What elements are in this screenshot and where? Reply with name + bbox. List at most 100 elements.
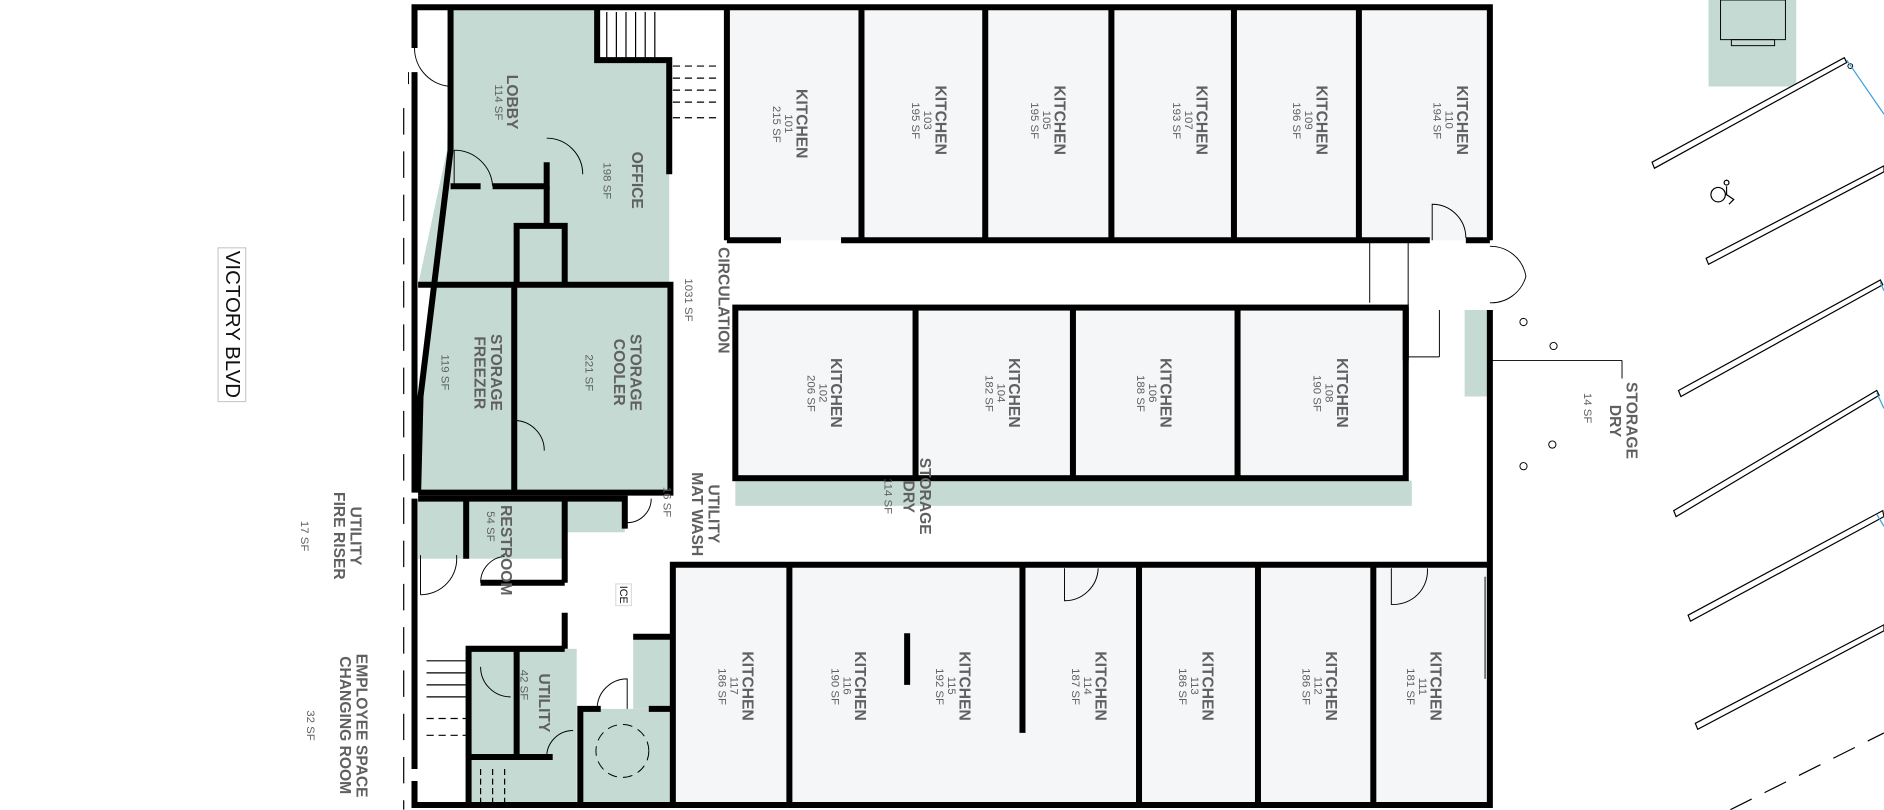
room-office: OFFICE 198 SF [599,151,647,209]
kitchen-name: KITCHEN [1156,358,1175,428]
stair-icon [426,12,721,806]
storage-dry-strip [735,480,1412,506]
storage-dry-right-area [1464,309,1489,397]
room-storage-dry-right: STORAGE DRY 14 SF [1580,382,1641,460]
kitchen-name: KITCHEN [1051,85,1070,155]
lobby-office-area [418,7,670,285]
accessible-parking-icon [1710,179,1735,205]
kitchen-area: 215 SF [769,105,783,143]
room-name: STORAGE [1622,382,1641,460]
kitchen-number: 101 [781,114,795,134]
room-name: CHANGING ROOM [336,656,355,795]
room-name: STORAGE [487,333,506,411]
kitchen-number: 111 [1415,677,1429,695]
kitchen-name: KITCHEN [1322,651,1341,721]
walls [411,4,1493,809]
room-area: 54 SF [483,511,497,542]
room-name: STORAGE [916,457,935,535]
kitchen-name: KITCHEN [851,651,870,721]
kitchen-name: KITCHEN [1198,651,1217,721]
room-name: EMPLOYEE SPACE [352,653,371,798]
room-circulation: CIRCULATION 1031 SF [681,247,733,354]
room-storage-cooler: STORAGE COOLER 221 SF [582,333,645,411]
kitchen-number: 116 [840,676,854,696]
room-name: COOLER [610,339,629,406]
kitchen-number: 107 [1181,110,1195,130]
room-area: 114 SF [491,84,505,121]
kitchen-name: KITCHEN [932,85,951,155]
ice-label: ICE [615,583,632,607]
room-name: UTILITY [535,673,554,733]
kitchen-area: 188 SF [1133,374,1147,412]
room-name: FREEZER [470,336,489,409]
kitchen-number: 110 [1441,111,1456,130]
street-label: VICTORY BLVD [217,247,247,402]
kitchen-name: KITCHEN [827,358,846,428]
kitchen-area: 195 SF [908,101,922,139]
room-name: CIRCULATION [714,247,733,354]
utility-area [468,648,577,806]
kitchen-area: 193 SF [1169,101,1183,139]
kitchen-number: 109 [1301,110,1315,130]
kitchen-number: 114 [1080,676,1094,696]
kitchen-name: KITCHEN [1005,358,1024,428]
room-area: 114 SF [881,478,895,515]
kitchen-number: 104 [993,383,1008,403]
kitchen-name: KITCHEN [1192,85,1211,155]
kitchen-name: KITCHEN [1453,85,1472,155]
kitchen-area: 186 SF [715,667,729,705]
room-name: LOBBY [503,74,522,130]
room-storage-dry-center: STORAGE DRY 114 SF [881,457,935,535]
kitchen-name: KITCHEN [738,651,757,721]
room-area: 1031 SF [681,278,695,322]
kitchen-area: 194 SF [1430,101,1444,139]
exterior-pad [1708,0,1797,87]
kitchen-number: 113 [1187,676,1201,696]
storage-area [418,284,671,493]
utility-area-2 [580,708,671,806]
kitchen-area: 190 SF [1309,374,1324,412]
room-name: OFFICE [628,151,647,209]
room-utility: UTILITY 42 SF [517,670,554,733]
kitchen-name: KITCHEN [956,651,975,721]
kitchen-name: KITCHEN [1333,358,1352,428]
kitchen-name: KITCHEN [1427,651,1446,721]
room-storage-freezer: STORAGE FREEZER 119 SF [438,333,506,411]
parking-accent-lines [1846,59,1884,527]
room-utility-mat-wash: UTILITY MAT WASH 16 SF [660,472,723,557]
room-area: 198 SF [599,161,613,199]
kitchen-number: 105 [1039,110,1053,130]
bollards [1519,0,1854,471]
room-utility-fire-riser: UTILITY FIRE RISER 17 SF [297,492,365,580]
room-name: FIRE RISER [330,492,349,580]
room-area: 42 SF [516,669,531,701]
room-employee-changing: EMPLOYEE SPACE CHANGING ROOM 32 SF [303,653,371,798]
room-name: STORAGE [626,333,645,411]
room-area: 32 SF [303,710,317,741]
room-name: MAT WASH [688,472,707,557]
kitchen-area: 206 SF [804,374,818,412]
room-lobby: LOBBY 114 SF [491,74,522,130]
shaded-areas [418,0,1797,806]
room-name: DRY [1606,404,1625,437]
kitchen-area: 181 SF [1403,667,1417,705]
room-name: UTILITY [704,484,723,544]
kitchen-number: 117 [727,676,741,696]
kitchen-area: 192 SF [932,667,946,705]
